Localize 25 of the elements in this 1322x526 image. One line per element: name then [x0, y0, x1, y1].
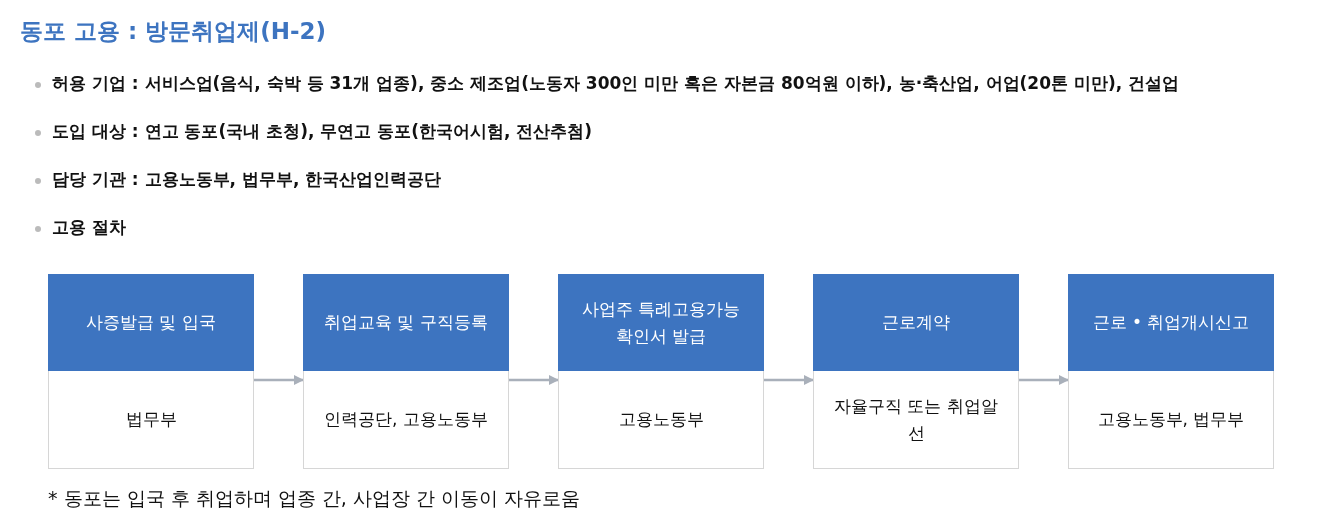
step-card [558, 274, 764, 469]
step-card [303, 274, 509, 469]
arrow [764, 375, 814, 385]
step-card [813, 274, 1019, 469]
bullet-text: 도입 대상 : 연고 동포(국내 초청), 무연고 동포(한국어시험, 전산추첨) [52, 120, 593, 143]
footnote: * 동포는 입국 후 취업하며 업종 간, 사업장 간 이동이 자유로움 [48, 486, 580, 511]
bullet-text: 허용 기업 : 서비스업(음식, 숙박 등 31개 업종), 중소 제조업(노동자 300인 미만 혹은 자본금 80억원 이하), 농·축산업, 어업(20톤 미만), 건설업 [52, 72, 1180, 95]
bullet-text: 고용 절차 [52, 216, 126, 239]
step-body-text: 고용노동부, 법무부 [1096, 408, 1246, 431]
step-header: 근로계약 [813, 274, 1019, 371]
arrow [1019, 375, 1069, 385]
step-header: 사업주 특례고용가능 확인서 발급 [558, 274, 764, 371]
step-header: 취업교육 및 구직등록 [303, 274, 509, 371]
step-body-text: 인력공단, 고용노동부 [323, 408, 489, 431]
bullet-text: 담당 기관 : 고용노동부, 법무부, 한국산업인력공단 [52, 168, 442, 191]
step-header: 사증발급 및 입국 [48, 274, 254, 371]
step-header: 근로 • 취업개시신고 [1068, 274, 1274, 371]
step-card [48, 274, 254, 469]
arrow [254, 375, 304, 385]
step-body-text: 자율구직 또는 취업알선 [833, 394, 999, 445]
title: 동포 고용 : 방문취업제(H-2) [20, 17, 327, 46]
step-body-text: 법무부 [124, 408, 178, 431]
arrow [509, 375, 559, 385]
step-body-text: 고용노동부 [617, 408, 705, 431]
step-card [1068, 274, 1274, 469]
